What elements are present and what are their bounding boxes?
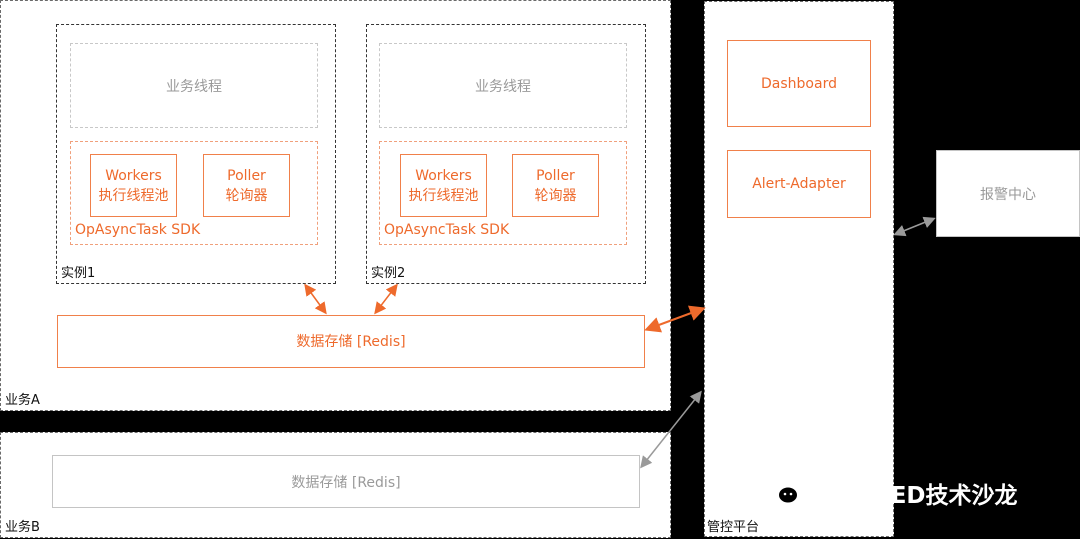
instance-1-label: 实例1 — [61, 266, 96, 281]
alert-adapter-box: Alert-Adapter — [727, 150, 871, 218]
workers-sublabel: 执行线程池 — [408, 187, 479, 204]
poller-label: Poller — [536, 167, 575, 184]
instance-2-workers-box: Workers 执行线程池 — [400, 154, 487, 217]
business-b-redis-storage: 数据存储 [Redis] — [52, 455, 640, 508]
wechat-logo-icon — [762, 476, 802, 508]
alarm-center-box: 报警中心 — [936, 150, 1080, 237]
instance-1-business-thread: 业务线程 — [70, 43, 318, 128]
arrow-instance2-redis — [374, 283, 398, 315]
instance-1-sdk-label: OpAsyncTask SDK — [75, 222, 201, 238]
arrow-instance1-redis — [304, 283, 327, 315]
workers-label: Workers — [415, 167, 472, 184]
dashboard-box: Dashboard — [727, 40, 871, 127]
poller-label: Poller — [227, 167, 266, 184]
control-platform-label: 管控平台 — [707, 520, 760, 535]
business-a-redis-storage: 数据存储 [Redis] — [57, 315, 645, 368]
business-b-label: 业务B — [5, 520, 40, 535]
workers-sublabel: 执行线程池 — [98, 187, 169, 204]
arrow-platform-alarm — [893, 216, 936, 237]
instance-2-sdk-label: OpAsyncTask SDK — [384, 222, 510, 238]
business-a-label: 业务A — [5, 393, 40, 408]
instance-1-workers-box: Workers 执行线程池 — [90, 154, 177, 217]
poller-sublabel: 轮询器 — [225, 187, 268, 204]
arrow-redisb-platform — [640, 390, 702, 469]
watermark-text: 大搜车TED技术沙龙 — [806, 483, 1018, 509]
workers-label: Workers — [105, 167, 162, 184]
instance-2-label: 实例2 — [371, 266, 406, 281]
arrow-redis-platform — [644, 305, 706, 333]
instance-2-poller-box: Poller 轮询器 — [512, 154, 599, 217]
poller-sublabel: 轮询器 — [534, 187, 577, 204]
instance-1-poller-box: Poller 轮询器 — [203, 154, 290, 217]
instance-2-business-thread: 业务线程 — [379, 43, 627, 128]
